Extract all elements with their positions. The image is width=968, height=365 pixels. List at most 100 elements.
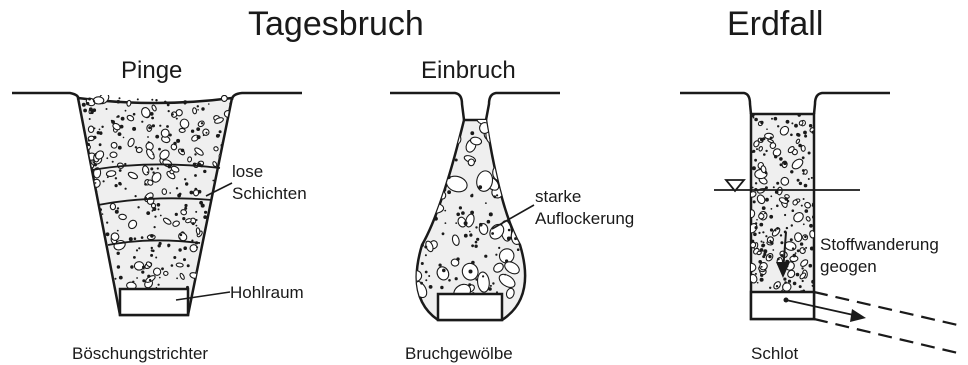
grain-dot xyxy=(791,122,793,124)
rock-fragment xyxy=(196,228,200,235)
grain-dot xyxy=(425,152,427,154)
grain-dot xyxy=(770,241,773,244)
grain-dot xyxy=(793,254,797,258)
grain-dot xyxy=(221,283,224,286)
grain-dot xyxy=(95,236,99,240)
rock-fragment xyxy=(406,255,412,263)
grain-dot xyxy=(429,169,433,173)
grain-dot xyxy=(802,280,804,282)
grain-dot xyxy=(496,194,498,196)
grain-dot xyxy=(435,181,438,184)
rock-fragment xyxy=(89,190,96,197)
grain-dot xyxy=(95,263,99,267)
grain-dot xyxy=(780,234,782,236)
grain-dot xyxy=(414,207,416,209)
grain-dot xyxy=(526,264,528,266)
grain-dot xyxy=(119,169,122,172)
grain-dot xyxy=(95,182,97,184)
grain-dot xyxy=(115,210,119,214)
grain-dot xyxy=(216,199,220,203)
grain-dot xyxy=(227,167,230,170)
grain-dot xyxy=(227,261,229,263)
rock-fragment xyxy=(163,271,168,276)
grain-dot xyxy=(476,238,479,241)
grain-dot xyxy=(79,245,82,248)
rock-fragment xyxy=(88,242,99,253)
grain-dot xyxy=(758,260,762,264)
rock-fragment xyxy=(412,110,435,133)
grain-dot xyxy=(783,278,786,281)
rock-fragment xyxy=(91,263,97,270)
grain-dot xyxy=(804,184,808,188)
grain-dot xyxy=(148,141,150,143)
grain-dot xyxy=(760,274,763,277)
grain-dot xyxy=(802,156,805,159)
grain-dot xyxy=(135,195,137,197)
grain-dot xyxy=(99,132,102,135)
grain-dot xyxy=(776,227,779,230)
grain-dot xyxy=(802,169,805,172)
grain-dot xyxy=(115,177,117,179)
grain-dot xyxy=(801,267,803,269)
ground-surface-einbruch-left xyxy=(390,93,464,120)
grain-dot xyxy=(412,140,416,144)
grain-dot xyxy=(503,154,505,156)
grain-dot xyxy=(184,204,187,207)
grain-dot xyxy=(495,254,497,256)
grain-dot xyxy=(443,171,445,173)
grain-dot xyxy=(784,281,787,284)
grain-dot xyxy=(424,246,427,249)
grain-dot xyxy=(776,205,779,208)
grain-dot xyxy=(94,127,96,129)
grain-dot xyxy=(464,234,468,238)
rock-fragment xyxy=(86,216,99,225)
grain-dot xyxy=(504,274,506,276)
grain-dot xyxy=(106,157,108,159)
grain-dot xyxy=(770,195,772,197)
grain-dot xyxy=(428,275,430,277)
grain-dot xyxy=(788,280,791,283)
grain-dot xyxy=(760,138,764,142)
grain-dot xyxy=(220,259,224,263)
grain-dot xyxy=(100,263,103,266)
grain-dot xyxy=(755,226,758,229)
grain-dot xyxy=(764,213,766,215)
grain-dot xyxy=(528,287,530,289)
grain-dot xyxy=(757,282,759,284)
grain-dot xyxy=(201,122,203,124)
grain-dot xyxy=(804,135,807,138)
grain-dot xyxy=(439,264,442,267)
pinge-figure xyxy=(12,92,302,315)
rock-fragment xyxy=(223,212,229,219)
grain-dot xyxy=(491,232,494,235)
grain-dot xyxy=(150,112,154,116)
grain-dot xyxy=(414,289,416,291)
grain-dot xyxy=(130,265,133,268)
grain-dot xyxy=(92,273,96,277)
rock-fragment xyxy=(106,170,116,177)
rock-fragment xyxy=(88,126,94,133)
grain-dot xyxy=(447,190,451,194)
grain-dot xyxy=(442,232,445,235)
grain-dot xyxy=(783,162,787,166)
rock-fragment xyxy=(519,154,532,169)
grain-dot xyxy=(81,214,83,216)
grain-dot xyxy=(795,252,797,254)
grain-dot xyxy=(106,108,108,110)
rock-fragment xyxy=(210,275,218,285)
grain-dot xyxy=(471,244,474,247)
grain-dot xyxy=(219,130,222,133)
grain-dot xyxy=(443,148,445,150)
rock-fragment xyxy=(75,240,84,247)
grain-dot xyxy=(773,186,775,188)
grain-dot xyxy=(786,120,790,124)
rock-fragment xyxy=(95,251,102,259)
grain-dot xyxy=(805,209,809,213)
grain-dot xyxy=(94,163,97,166)
grain-dot xyxy=(482,275,484,277)
grain-dot xyxy=(527,249,529,251)
grain-dot xyxy=(810,247,814,251)
grain-dot xyxy=(777,125,779,127)
grain-dot xyxy=(765,235,767,237)
grain-dot xyxy=(93,100,95,102)
